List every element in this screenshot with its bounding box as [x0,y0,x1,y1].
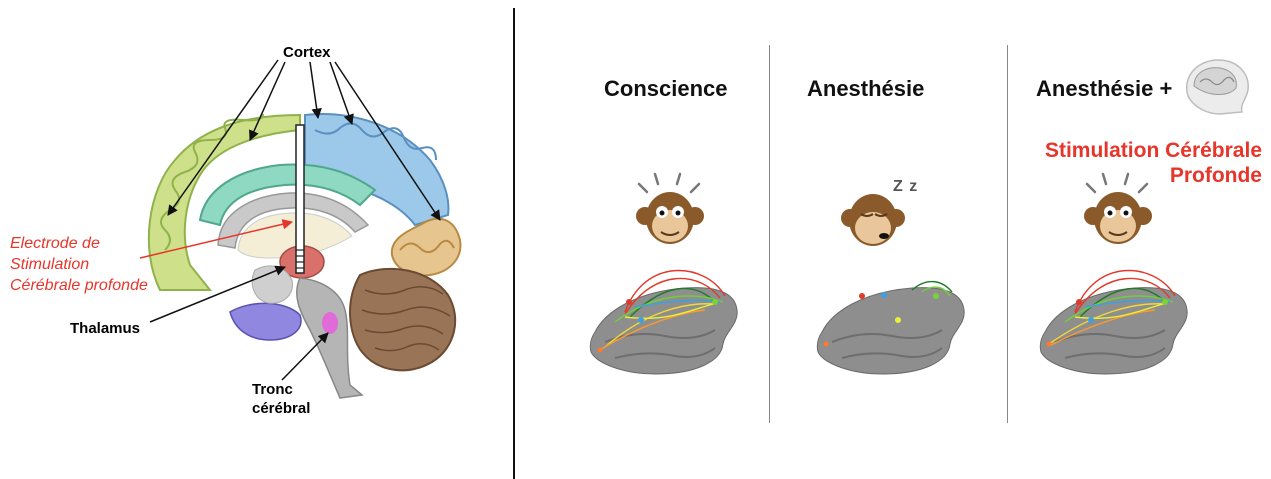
tronc-label-line2: cérébral [252,400,310,417]
tronc-label-line1: Tronc [252,381,293,398]
column-title-conscience: Conscience [604,76,728,102]
head-brain-icon [1180,56,1252,118]
dbs-label-line1: Stimulation Cérébrale [1045,138,1262,163]
tronc-arrow [282,333,328,380]
cerebellum [350,269,455,370]
electrode-label-line2: Stimulation [10,255,89,274]
cortex-label: Cortex [283,44,331,61]
brain-connectivity-anesthesie [812,262,972,382]
column-title-anesthesie-plus: Anesthésie + [1036,76,1172,102]
electrode-label-line1: Electrode de [10,234,100,253]
column-divider-1 [769,45,770,423]
temporal-region [230,303,301,340]
monkey-awake-dbs-icon [1073,170,1163,250]
thalamus-label: Thalamus [70,320,140,337]
electrode [296,125,304,273]
brain-connectivity-dbs [1035,262,1195,382]
monkey-awake-icon [625,170,715,250]
brainstem-spot [322,312,338,334]
dbs-label-line2: Profonde [1170,163,1262,188]
column-divider-2 [1007,45,1008,423]
sleep-zzz: Z z [893,178,918,196]
electrode-label-line3: Cérébrale profonde [10,276,148,295]
brain-connectivity-conscience [585,262,745,382]
column-title-anesthesie: Anesthésie [807,76,924,102]
panel-divider [513,8,515,479]
